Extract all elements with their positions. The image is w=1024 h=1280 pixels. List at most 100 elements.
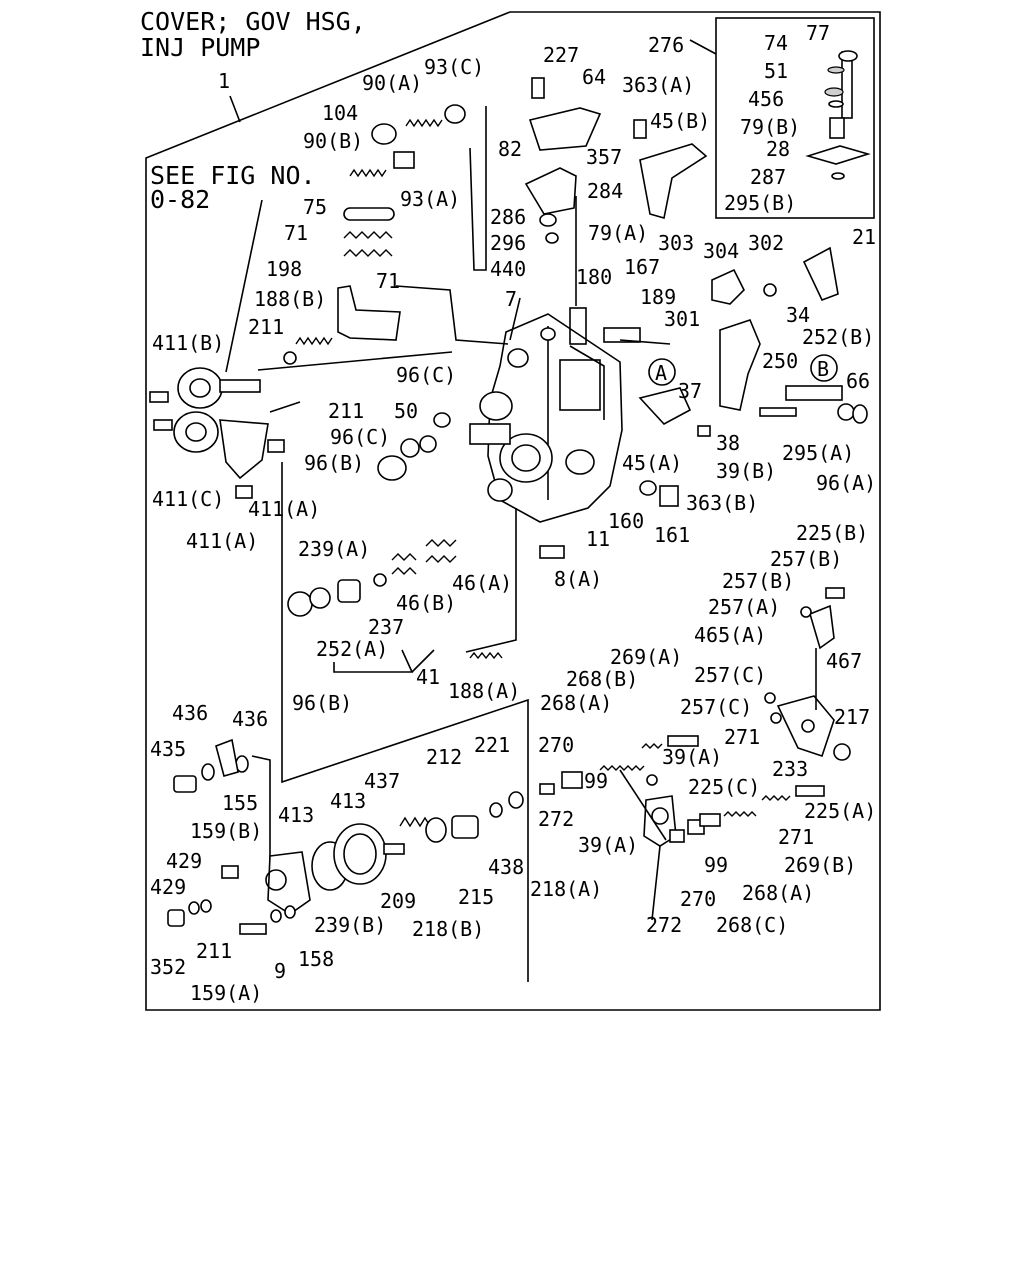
leader-1 [229, 95, 241, 123]
part-label: 90(A) [362, 71, 422, 95]
part-label: 1 [218, 69, 230, 93]
inset-lever-assembly [805, 50, 871, 180]
part-label: 188(A) [448, 679, 520, 703]
part-label: 66 [846, 369, 870, 393]
diagram-frame [145, 11, 881, 1011]
part-label: 218(A) [530, 877, 602, 901]
part-label: 96(A) [816, 471, 876, 495]
part-label: 465(A) [694, 623, 766, 647]
part-label: 456 [748, 87, 784, 111]
part-label: 71 [284, 221, 308, 245]
part-label: 218(B) [412, 917, 484, 941]
part-label: 28 [766, 137, 790, 161]
part-label: 363(B) [686, 491, 758, 515]
part-label: 99 [584, 769, 608, 793]
part-label: 64 [582, 65, 606, 89]
part-label: 159(B) [190, 819, 262, 843]
part-label: 211 [196, 939, 232, 963]
part-label: 257(A) [708, 595, 780, 619]
svg-text:A: A [655, 361, 667, 385]
part-label: 46(B) [396, 591, 456, 615]
part-label: 50 [394, 399, 418, 423]
part-label: 438 [488, 855, 524, 879]
governor-housing [479, 196, 623, 523]
part-label: 51 [764, 59, 788, 83]
part-label: 82 [498, 137, 522, 161]
part-label: 96(B) [304, 451, 364, 475]
part-label: 211 [328, 399, 364, 423]
part-label: 296 [490, 231, 526, 255]
part-label: 357 [586, 145, 622, 169]
part-label: 8(A) [554, 567, 602, 591]
part-label: 45(B) [650, 109, 710, 133]
part-label: 271 [724, 725, 760, 749]
part-label: 180 [576, 265, 612, 289]
part-label: 46(A) [452, 571, 512, 595]
part-label: 287 [750, 165, 786, 189]
part-label: 413 [330, 789, 366, 813]
ref-circle-a: A [648, 358, 676, 386]
part-label: 90(B) [303, 129, 363, 153]
group-box-mid [465, 508, 517, 653]
see-fig-number: 0-82 [150, 185, 210, 214]
part-label: 237 [368, 615, 404, 639]
vacuum-actuators [149, 199, 301, 499]
washer-stack [377, 412, 511, 481]
part-label: 257(C) [694, 663, 766, 687]
part-label: 217 [834, 705, 870, 729]
part-label: 304 [703, 239, 739, 263]
part-label: 411(B) [152, 331, 224, 355]
part-label: 21 [852, 225, 876, 249]
part-label: 272 [646, 913, 682, 937]
part-label: 257(C) [680, 695, 752, 719]
part-label: 34 [786, 303, 810, 327]
part-label: 302 [748, 231, 784, 255]
part-label: 159(A) [190, 981, 262, 1005]
part-label: 104 [322, 101, 358, 125]
part-label: 295(A) [782, 441, 854, 465]
part-label: 96(C) [330, 425, 390, 449]
outline-bracket [395, 285, 509, 345]
part-label: 352 [150, 955, 186, 979]
part-label: 188(B) [254, 287, 326, 311]
spring-assembly [283, 104, 466, 365]
part-label: 429 [150, 875, 186, 899]
part-label: 411(C) [152, 487, 224, 511]
part-label: 96(C) [396, 363, 456, 387]
part-label: 257(B) [722, 569, 794, 593]
part-label: 250 [762, 349, 798, 373]
part-label: 270 [538, 733, 574, 757]
part-label: 225(B) [796, 521, 868, 545]
part-label: 167 [624, 255, 660, 279]
part-label: 211 [248, 315, 284, 339]
part-label: 440 [490, 257, 526, 281]
part-label: 93(A) [400, 187, 460, 211]
part-label: 75 [303, 195, 327, 219]
part-label: 93(C) [424, 55, 484, 79]
part-label: 212 [426, 745, 462, 769]
part-label: 225(C) [688, 775, 760, 799]
part-label: 99 [704, 853, 728, 877]
part-label: 252(B) [802, 325, 874, 349]
part-label: 467 [826, 649, 862, 673]
part-label: 239(B) [314, 913, 386, 937]
inset-box [715, 17, 875, 219]
part-label: 11 [586, 527, 610, 551]
part-label: 39(B) [716, 459, 776, 483]
part-label: 161 [654, 523, 690, 547]
part-label: 215 [458, 885, 494, 909]
diaphragm-assembly [311, 791, 524, 891]
part-label: 295(B) [724, 191, 796, 215]
part-label: 271 [778, 825, 814, 849]
leader-276 [689, 39, 717, 55]
part-label: 301 [664, 307, 700, 331]
part-label: 79(A) [588, 221, 648, 245]
part-label: 303 [658, 231, 694, 255]
part-label: 268(A) [742, 881, 814, 905]
part-label: 158 [298, 947, 334, 971]
part-label: 45(A) [622, 451, 682, 475]
part-label: 429 [166, 849, 202, 873]
part-label: 411(A) [186, 529, 258, 553]
